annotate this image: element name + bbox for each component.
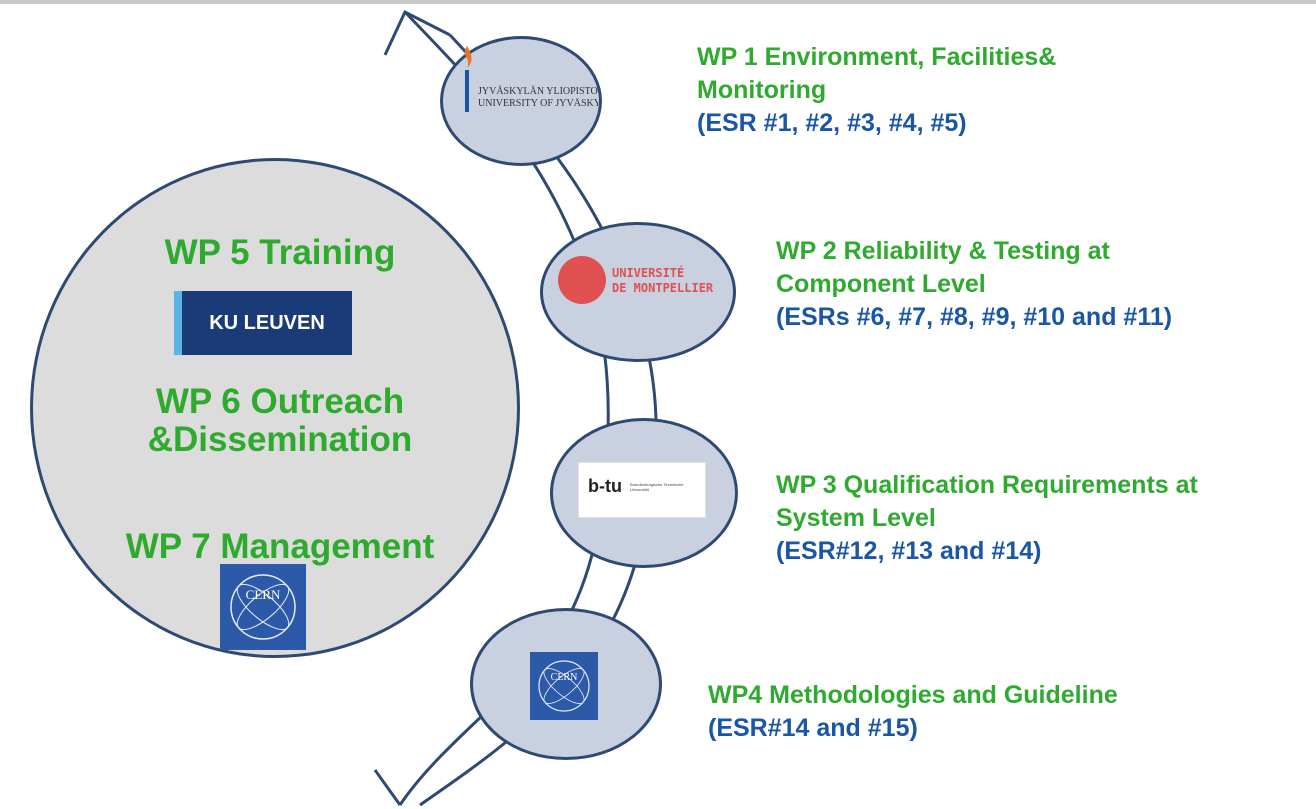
wp4-esr: (ESR#14 and #15) — [708, 714, 918, 742]
btu-logo-subtitle: Brandenburgische Technische Universität — [630, 482, 684, 492]
wp5-label: WP 5 Training — [164, 233, 396, 272]
btu-logo — [578, 462, 706, 518]
wp2-title-line1: WP 2 Reliability & Testing at — [776, 237, 1110, 265]
wp6-label-line2: &Dissemination — [147, 420, 413, 459]
wp1-title-line2: Monitoring — [697, 76, 827, 104]
wp3-title-line2: System Level — [776, 504, 936, 532]
ku-leuven-logo: KU LEUVEN — [174, 291, 352, 355]
cern-logo-node: CERN — [530, 652, 598, 720]
jyu-logo-line1: JYVÄSKYLÄN YLIOPISTO — [478, 86, 598, 97]
wp3-title-line1: WP 3 Qualification Requirements at — [776, 471, 1198, 499]
jyu-logo-line2: UNIVERSITY OF JYVÄSKYLÄ — [478, 98, 598, 109]
top-border — [0, 0, 1316, 4]
montpellier-logo-line2: DE MONTPELLIER — [612, 281, 714, 295]
montpellier-logo-line1: UNIVERSITÉ — [612, 266, 685, 280]
wp4-title: WP4 Methodologies and Guideline — [708, 681, 1118, 709]
torch-icon — [464, 46, 472, 112]
svg-text:CERN: CERN — [551, 672, 578, 683]
wp7-label: WP 7 Management — [125, 527, 435, 566]
montpellier-emblem-icon — [558, 256, 606, 304]
wp3-esr: (ESR#12, #13 and #14) — [776, 537, 1042, 565]
wp1-title-line1: WP 1 Environment, Facilities& — [697, 43, 1057, 71]
wp1-esr: (ESR #1, #2, #3, #4, #5) — [697, 109, 967, 137]
svg-text:CERN: CERN — [246, 587, 281, 602]
cern-logo-central: CERN — [220, 564, 306, 650]
cern-icon-small: CERN — [538, 660, 590, 712]
cern-icon: CERN — [230, 574, 296, 640]
btu-logo-wordmark: b-tu — [588, 476, 622, 496]
wp2-title-line2: Component Level — [776, 270, 986, 298]
wp6-label-line1: WP 6 Outreach — [155, 382, 405, 421]
wp2-esr: (ESRs #6, #7, #8, #9, #10 and #11) — [776, 303, 1173, 331]
